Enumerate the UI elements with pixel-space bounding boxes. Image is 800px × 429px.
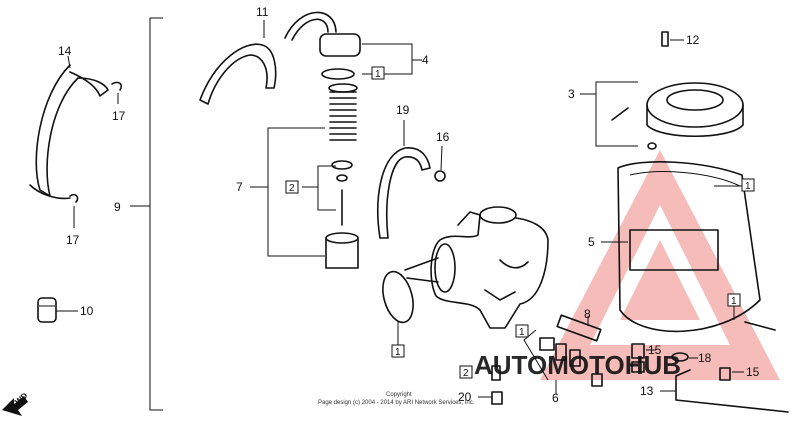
callout-15a: 15	[648, 343, 662, 357]
copyright-line2: Page design (c) 2004 - 2014 by ARI Netwo…	[318, 400, 475, 406]
parts-13-15-18	[631, 343, 789, 413]
screw-12	[661, 31, 684, 47]
callout-13: 13	[640, 384, 654, 398]
callout-labels: 14 17 17 9 10 11 4 7 19 16 12 3 5 8 6 15…	[58, 5, 760, 405]
clip-17-bottom	[69, 193, 79, 203]
callout-19: 19	[396, 103, 410, 117]
box-2-slide: 2	[289, 183, 295, 194]
callout-16: 16	[436, 130, 450, 144]
callout-7: 7	[236, 180, 243, 194]
callout-6: 6	[552, 391, 559, 405]
watermark-text: AUTOMOTOHUB	[474, 350, 681, 380]
leader-14	[67, 55, 71, 69]
callout-17a: 17	[112, 109, 126, 123]
callout-17b: 17	[66, 233, 80, 247]
callout-4: 4	[422, 53, 429, 67]
box-1-drain: 1	[731, 296, 737, 307]
part-10	[37, 297, 78, 323]
clip-17-top	[111, 81, 123, 91]
hose-19	[377, 147, 431, 239]
clamp-16	[434, 170, 446, 182]
callout-11: 11	[256, 5, 269, 19]
box-2-screw: 2	[463, 368, 469, 379]
jet-set-6-8	[523, 314, 603, 394]
callout-12: 12	[686, 33, 700, 47]
float-chamber-5	[601, 161, 776, 333]
leader-16	[440, 145, 443, 171]
callout-20: 20	[458, 390, 472, 404]
boxed-callouts: 1 2 1 1 1 1 2	[285, 66, 755, 379]
cap-assembly-4	[284, 11, 422, 80]
callout-14: 14	[58, 44, 72, 58]
callout-9: 9	[114, 200, 121, 214]
callout-3: 3	[568, 87, 575, 101]
fwd-arrow-icon	[2, 396, 28, 416]
hose-11	[199, 43, 277, 105]
callout-10: 10	[80, 304, 94, 318]
callout-8: 8	[584, 307, 591, 321]
box-1-float: 1	[745, 181, 751, 192]
box-1-cap: 1	[375, 69, 381, 80]
box-1-gasket: 1	[395, 347, 401, 358]
copyright-line1: Copyright	[386, 392, 412, 398]
callout-15b: 15	[746, 365, 760, 379]
slide-assembly-7	[250, 83, 359, 269]
callout-5: 5	[588, 235, 595, 249]
bracket-9	[130, 17, 163, 411]
part-20	[478, 365, 503, 405]
gasket-ring	[382, 270, 414, 324]
box-1-jet: 1	[519, 327, 525, 338]
part-3	[580, 81, 744, 150]
hose-14-end	[29, 184, 71, 200]
hose-14	[35, 64, 109, 197]
callout-18: 18	[698, 351, 712, 365]
watermark-logo	[540, 150, 780, 380]
carburetor-body	[404, 206, 549, 329]
